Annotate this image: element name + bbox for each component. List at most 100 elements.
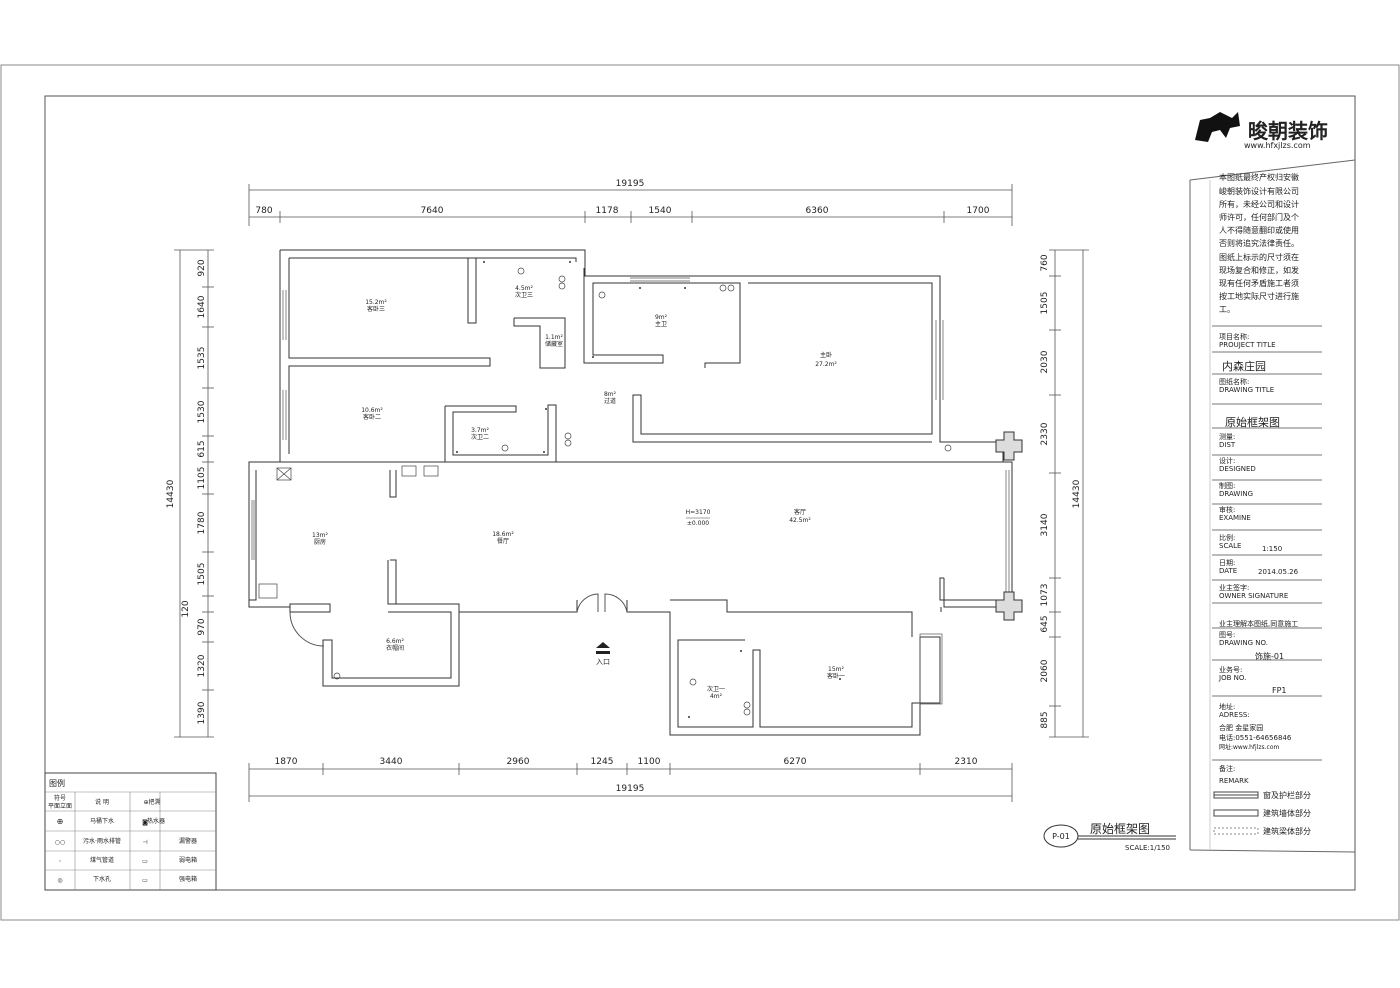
column-icon <box>995 591 1023 621</box>
notice-line: 人不得随意翻印或使用 <box>1219 225 1299 235</box>
notice-line: 按工地实际尺寸进行施 <box>1219 291 1299 301</box>
legend-table: 图例 符号 平面立面 说 明 ⊕把溯 ⊕ 马桶下水 ◙ 热水器 ○○ 污水·雨水… <box>44 772 217 891</box>
project-label: 项目名称: <box>1219 332 1249 341</box>
dim-left: 1390 <box>197 701 207 724</box>
legend-symbol: ▭ <box>142 858 148 865</box>
review-label: 审核: <box>1219 505 1235 514</box>
address-label: 地址: <box>1219 702 1235 711</box>
dim-top: 780 <box>255 206 272 216</box>
drain-dots <box>456 261 841 718</box>
survey-label: 测量: <box>1219 433 1235 441</box>
room-name: 27.2m² <box>815 361 837 368</box>
design-label: 设计: <box>1219 456 1235 465</box>
dim-left: 970 <box>197 618 207 635</box>
drawing-value: 原始框架图 <box>1225 415 1280 429</box>
legend-desc: 漏警器 <box>179 837 197 845</box>
plan-code: P-01 <box>1052 832 1070 841</box>
room-area: 8m² <box>604 391 617 398</box>
dim-left-total: 14430 <box>166 479 176 508</box>
room-area: 客厅 <box>794 508 806 516</box>
scale-value: 1:150 <box>1262 545 1282 553</box>
toilet-drain-icon <box>689 678 697 686</box>
draw-label: 制图: <box>1219 481 1235 490</box>
room-name: 客卧二 <box>363 413 381 421</box>
title-block: 本图纸最终产权归安徽 峻朝装饰设计有限公司 所有，未经公司和设计 师许可，任何部… <box>1189 159 1356 853</box>
dim-bottom: 6270 <box>784 757 807 767</box>
review-label-en: EXAMINE <box>1219 514 1251 522</box>
design-label-en: DESIGNED <box>1219 465 1256 473</box>
inner-frame <box>44 95 1356 891</box>
dim-bottom: 1870 <box>275 757 298 767</box>
room-area: 9m² <box>655 314 668 321</box>
notice-line: 工。 <box>1219 305 1235 314</box>
dim-left: 920 <box>197 259 207 276</box>
remark-label: 备注: <box>1219 764 1235 773</box>
legend-symbol: ○○ <box>55 839 65 846</box>
owner-label-en: OWNER SIGNATURE <box>1219 592 1288 600</box>
room-name: 主卫 <box>655 320 667 328</box>
dimension-labels-vertical: 14430 920 1640 1535 1530 615 1105 1780 1… <box>166 254 1082 728</box>
draw-label-en: DRAWING <box>1219 490 1253 498</box>
windows <box>251 277 1010 705</box>
logo-url: www.hfxjlzs.com <box>1244 141 1311 150</box>
dim-top: 6360 <box>806 206 829 216</box>
legend-header: ⊕把溯 <box>143 798 160 806</box>
room-name: 餐厅 <box>497 537 509 545</box>
room-area: 3.7m² <box>471 427 489 434</box>
dim-bottom: 3440 <box>380 757 403 767</box>
dim-top: 1178 <box>596 206 619 216</box>
notice-line: 本图纸最终产权归安徽 <box>1219 172 1299 182</box>
drawing-label: 图纸名称: <box>1219 377 1249 386</box>
room-name: 42.5m² <box>789 517 811 524</box>
dim-bottom: 1100 <box>638 757 661 767</box>
legend-symbol: ⊣ <box>142 839 147 846</box>
dim-left: 120 <box>181 600 191 617</box>
legend-desc: 弱电箱 <box>179 856 197 864</box>
dim-left: 1780 <box>197 511 207 534</box>
room-name: 客卧三 <box>367 305 385 313</box>
room-name: 4m² <box>710 693 723 700</box>
walls <box>248 249 1013 736</box>
dimension-lines <box>179 189 1084 797</box>
drawing-no-label: 图号: <box>1219 631 1235 639</box>
job-value: FP1 <box>1272 686 1287 695</box>
room-name: 次卫三 <box>515 291 533 299</box>
notice-line: 现有任何矛盾施工者须 <box>1219 278 1299 288</box>
remark-item: 窗及护栏部分 <box>1263 790 1311 800</box>
dim-right: 2330 <box>1040 422 1050 445</box>
job-label: 业务号: <box>1219 665 1242 674</box>
remark-item: 建筑墙体部分 <box>1263 808 1311 818</box>
dim-right: 1505 <box>1040 292 1050 315</box>
notice-line: 现场复合和修正，如发 <box>1219 265 1299 275</box>
dim-bottom-total: 19195 <box>616 784 645 794</box>
website: 网址:www.hfjlzs.com <box>1219 743 1280 751</box>
company-logo: 晙朝装饰 www.hfxjlzs.com <box>1195 112 1328 150</box>
address-value: 合肥 金星家园 <box>1219 723 1263 732</box>
fixtures <box>258 267 952 716</box>
legend-desc: 污水·雨水排管 <box>83 837 121 845</box>
entrance-door <box>604 593 628 613</box>
room-area: 4.5m² <box>515 285 533 292</box>
meter-box <box>401 465 417 477</box>
date-label-en: DATE <box>1219 567 1237 575</box>
owner-note: 业主理解本图纸,同意施工 <box>1219 619 1298 628</box>
water-heater <box>258 583 278 599</box>
remark-item: 建筑梁体部分 <box>1263 826 1311 836</box>
dim-top-total: 19195 <box>616 179 645 189</box>
drawing-no-value: 饰施-01 <box>1255 651 1284 661</box>
drawing-label-en: DRAWING TITLE <box>1219 386 1274 394</box>
date-value: 2014.05.26 <box>1258 568 1299 576</box>
dimension-labels: 19195 780 7640 1178 1540 6360 1700 1870 … <box>255 179 989 794</box>
notice-line: 否则将追究法律责任。 <box>1219 238 1299 248</box>
dim-top: 1700 <box>967 206 990 216</box>
notice-line: 峻朝装饰设计有限公司 <box>1219 186 1299 196</box>
legend-title: 图例 <box>49 778 65 788</box>
owner-label: 业主签字: <box>1219 583 1249 592</box>
room-area: H=3170 <box>686 509 711 516</box>
remark-legend: 窗及护栏部分 建筑墙体部分 建筑梁体部分 <box>1213 790 1311 836</box>
room-area: 6.6m² <box>386 638 404 645</box>
notice-line: 图纸上标示的尺寸须在 <box>1219 252 1299 262</box>
dim-bottom: 1245 <box>591 757 614 767</box>
dim-right: 645 <box>1040 615 1050 632</box>
